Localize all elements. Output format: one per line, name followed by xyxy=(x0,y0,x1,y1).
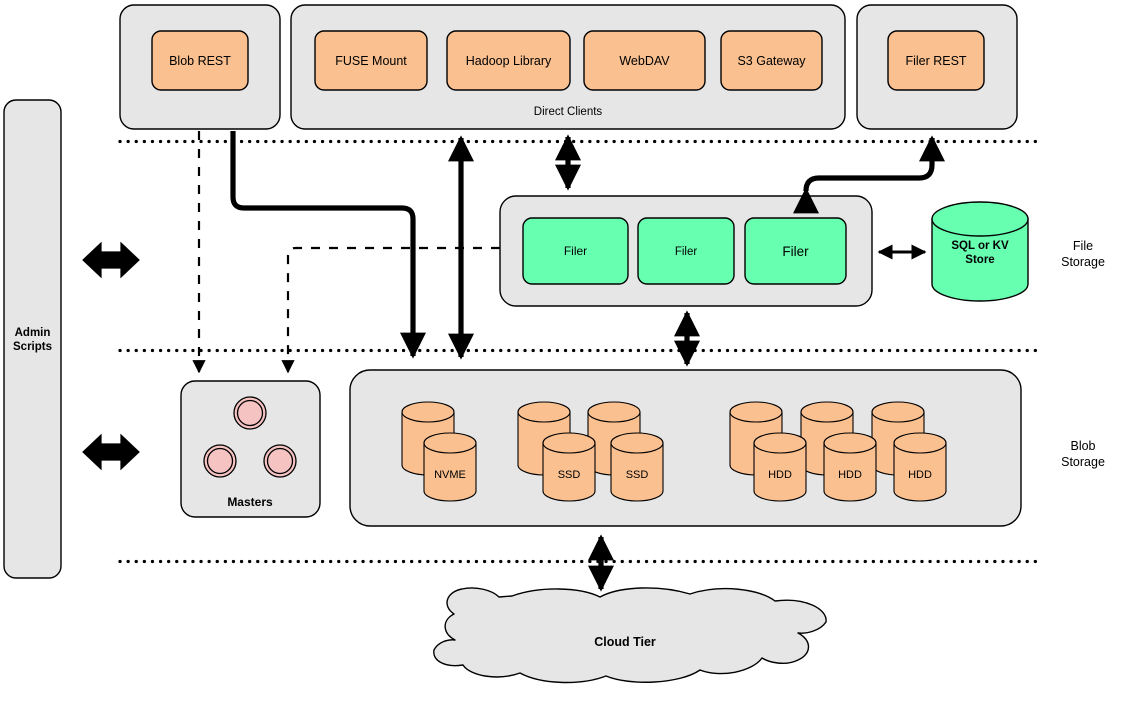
webdav-node[interactable] xyxy=(583,30,706,91)
hdd-disk-label-3: HDD xyxy=(908,469,932,481)
hdd-disk-label-2: HDD xyxy=(838,469,862,481)
hdd-disk-front-1-top xyxy=(753,432,807,454)
admin-arrow-blob-storage xyxy=(82,433,140,471)
sql-kv-store-label-line1: SQL or KV xyxy=(951,240,1009,252)
blob-storage-group[interactable]: NVME SSD SSD HDD xyxy=(349,369,1022,527)
filer-node-2[interactable] xyxy=(637,217,735,285)
sql-kv-store-cylinder[interactable]: SQL or KV Store xyxy=(931,201,1029,302)
file-storage-label-line2: Storage xyxy=(1061,255,1105,269)
fuse-mount-label: FUSE Mount xyxy=(335,54,407,68)
admin-arrow-file-storage xyxy=(82,241,140,279)
sql-kv-store-label-line2: Store xyxy=(965,254,994,266)
tier-dividers xyxy=(118,139,1039,564)
ssd-disk-back-1-top xyxy=(517,401,571,423)
sql-kv-store-top xyxy=(931,201,1029,237)
admin-bidirectional-arrows xyxy=(82,241,140,471)
blob-storage-label-line2: Storage xyxy=(1061,455,1105,469)
filer-layer-group[interactable]: Filer Filer Filer xyxy=(499,195,873,307)
admin-scripts-panel[interactable]: Admin Scripts xyxy=(3,99,62,579)
ssd-disk-label-1: SSD xyxy=(558,469,581,481)
blob-storage-label-line1: Blob xyxy=(1070,439,1095,453)
nvme-disk-group[interactable]: NVME xyxy=(401,401,477,502)
nvme-disk-back-1-top xyxy=(401,401,455,423)
direct-clients-group[interactable]: FUSE Mount Hadoop Library WebDAV S3 Gate… xyxy=(290,4,846,130)
ssd-disk-front-1-body[interactable] xyxy=(542,442,596,502)
ssd-disk-front-1-top xyxy=(542,432,596,454)
admin-scripts-label-line1: Admin xyxy=(15,327,51,339)
s3-gateway-label: S3 Gateway xyxy=(737,54,806,68)
masters-label: Masters xyxy=(227,495,273,509)
hdd-disk-front-3-body[interactable] xyxy=(893,442,947,502)
cloud-tier-label: Cloud Tier xyxy=(594,635,656,649)
admin-scripts-box[interactable] xyxy=(3,99,62,579)
webdav-label: WebDAV xyxy=(619,54,670,68)
ssd-disk-group[interactable]: SSD SSD xyxy=(517,401,664,502)
filer-rest-node[interactable] xyxy=(887,30,985,91)
hdd-disk-back-3-top xyxy=(871,401,925,423)
sql-kv-store-body[interactable] xyxy=(931,218,1029,302)
cloud-tier-shape[interactable] xyxy=(433,587,827,684)
masters-group[interactable]: Masters xyxy=(180,380,321,518)
connector-blob-rest-to-blob-storage xyxy=(230,131,426,359)
s3-gateway-node[interactable] xyxy=(720,30,823,91)
master-node-1-inner xyxy=(236,399,264,427)
nvme-disk-front-1-body[interactable] xyxy=(423,442,477,502)
cloud-tier[interactable]: Cloud Tier xyxy=(433,587,827,684)
tier-label-file-storage: File Storage xyxy=(1061,239,1105,269)
master-node-2-inner xyxy=(206,447,234,475)
filer-node-3[interactable] xyxy=(744,217,847,285)
tier-label-blob-storage: Blob Storage xyxy=(1061,439,1105,469)
blob-rest-group[interactable]: Blob REST xyxy=(119,4,281,130)
admin-scripts-label-line2: Scripts xyxy=(13,341,52,353)
hdd-disk-label-1: HDD xyxy=(768,469,792,481)
blob-rest-label: Blob REST xyxy=(169,54,231,68)
filer-rest-label: Filer REST xyxy=(905,54,966,68)
nvme-disk-front-1-top xyxy=(423,432,477,454)
filer-node-3-label: Filer xyxy=(782,244,809,259)
ssd-disk-back-2-top xyxy=(587,401,641,423)
blob-rest-node[interactable] xyxy=(151,30,249,91)
hadoop-library-node[interactable] xyxy=(446,30,571,91)
hadoop-library-label: Hadoop Library xyxy=(466,54,552,68)
filer-node-2-label: Filer xyxy=(675,246,698,258)
nvme-disk-label: NVME xyxy=(434,469,466,481)
hdd-disk-group[interactable]: HDD HDD HDD xyxy=(729,401,947,502)
masters-box[interactable] xyxy=(180,380,321,518)
direct-clients-group-label: Direct Clients xyxy=(534,106,603,118)
connector-filer-to-masters xyxy=(281,246,500,374)
filer-node-1-label: Filer xyxy=(564,244,587,258)
hdd-disk-front-2-body[interactable] xyxy=(823,442,877,502)
connector-filer-rest-to-filer xyxy=(793,135,945,214)
filer-rest-group[interactable]: Filer REST xyxy=(856,4,1018,130)
master-node-3-inner xyxy=(266,447,294,475)
filer-node-1[interactable] xyxy=(522,217,629,285)
hdd-disk-front-3-top xyxy=(893,432,947,454)
ssd-disk-front-2-body[interactable] xyxy=(610,442,664,502)
hdd-disk-front-2-top xyxy=(823,432,877,454)
hdd-disk-back-2-top xyxy=(800,401,854,423)
fuse-mount-node[interactable] xyxy=(314,30,428,91)
ssd-disk-front-2-top xyxy=(610,432,664,454)
ssd-disk-label-2: SSD xyxy=(626,469,649,481)
hdd-disk-back-1-top xyxy=(729,401,783,423)
file-storage-label-line1: File xyxy=(1073,239,1093,253)
hdd-disk-front-1-body[interactable] xyxy=(753,442,807,502)
